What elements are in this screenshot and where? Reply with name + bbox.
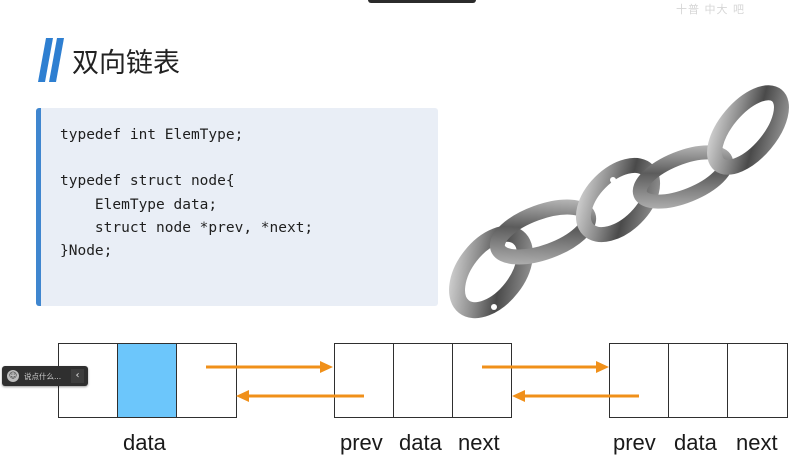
node3-label-next: next bbox=[736, 430, 778, 455]
comment-input-bar[interactable]: ☺ 说点什么... ‹ bbox=[2, 366, 88, 386]
smile-icon: ☺ bbox=[7, 370, 19, 382]
chain-highlights bbox=[491, 83, 804, 310]
node3-cell-data bbox=[669, 344, 728, 417]
comment-placeholder: 说点什么... bbox=[24, 371, 62, 381]
node2-cell-data bbox=[394, 344, 453, 417]
chevron-left-icon[interactable]: ‹ bbox=[71, 369, 84, 383]
top-tab-handle bbox=[368, 0, 476, 3]
chain-link-1 bbox=[449, 225, 533, 319]
chain-image bbox=[449, 83, 804, 319]
node3-cell-prev bbox=[610, 344, 669, 417]
code-text: typedef int ElemType; typedef struct nod… bbox=[60, 127, 314, 260]
node1-label-data: data bbox=[123, 430, 166, 455]
list-node-3 bbox=[609, 343, 788, 418]
pointer-arrows bbox=[206, 361, 639, 402]
node2-label-prev: prev bbox=[340, 430, 383, 455]
node2-label-data: data bbox=[399, 430, 442, 455]
node2-label-next: next bbox=[458, 430, 500, 455]
node1-cell-left bbox=[59, 344, 118, 417]
chain-link-5 bbox=[707, 85, 789, 175]
slide-title: 双向链表 bbox=[72, 48, 180, 79]
node1-cell-data bbox=[118, 344, 177, 417]
node3-label-data: data bbox=[674, 430, 717, 455]
node2-cell-prev bbox=[335, 344, 394, 417]
watermark-text: 十普 中大 吧 bbox=[676, 3, 745, 16]
list-node-2 bbox=[334, 343, 512, 418]
code-block: typedef int ElemType; typedef struct nod… bbox=[36, 108, 438, 306]
node3-label-prev: prev bbox=[613, 430, 656, 455]
title-accent-bars-icon bbox=[38, 38, 64, 82]
